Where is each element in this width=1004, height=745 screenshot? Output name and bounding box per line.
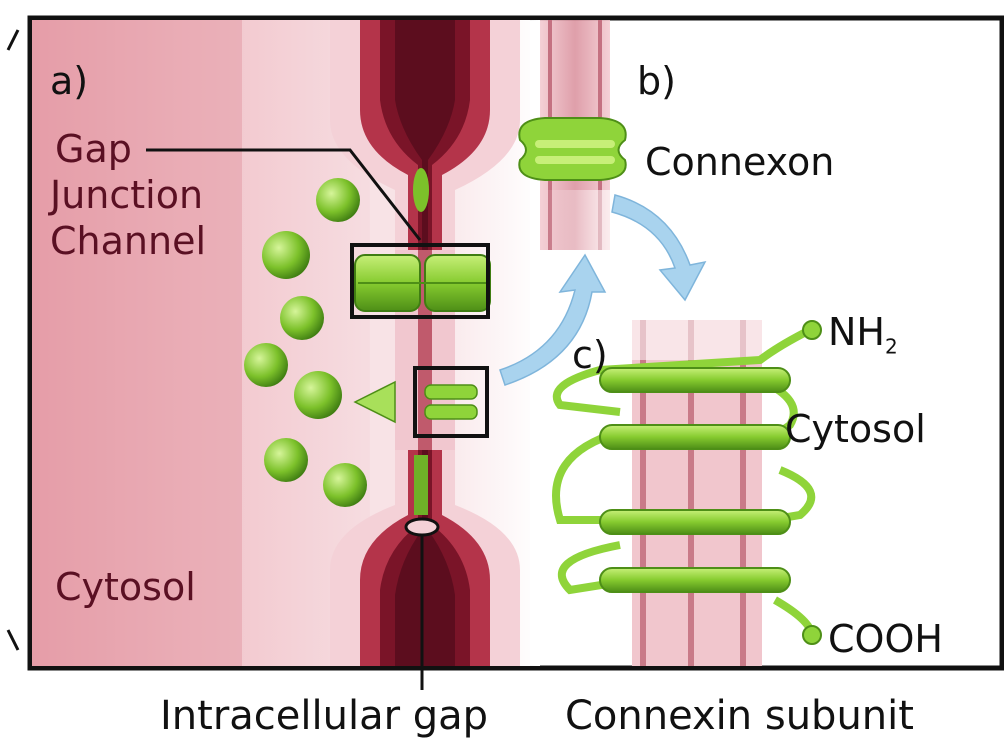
panel-a-label: a) xyxy=(50,62,88,100)
panel-b-label: b) xyxy=(637,62,676,100)
connexon-shape xyxy=(519,118,625,180)
cytosol-right-label: Cytosol xyxy=(785,410,926,448)
cytosol-left-label: Cytosol xyxy=(55,568,196,606)
intracellular-gap-caption: Intracellular gap xyxy=(160,696,488,736)
gap-junction-label-line2: Junction xyxy=(50,176,203,214)
intracellular-gap-marker xyxy=(406,519,438,535)
cooh-label: COOH xyxy=(828,620,943,658)
panel-c-label: c) xyxy=(572,336,608,374)
nh2-main: NH xyxy=(828,310,885,354)
gap-junction-label-line1: Gap xyxy=(55,130,132,168)
nh2-subscript: 2 xyxy=(885,335,898,359)
connexon-label: Connexon xyxy=(645,143,834,181)
nh2-label: NH2 xyxy=(828,313,898,357)
connexin-subunit-caption: Connexin subunit xyxy=(565,696,914,736)
gap-junction-label-line3: Channel xyxy=(50,222,206,260)
